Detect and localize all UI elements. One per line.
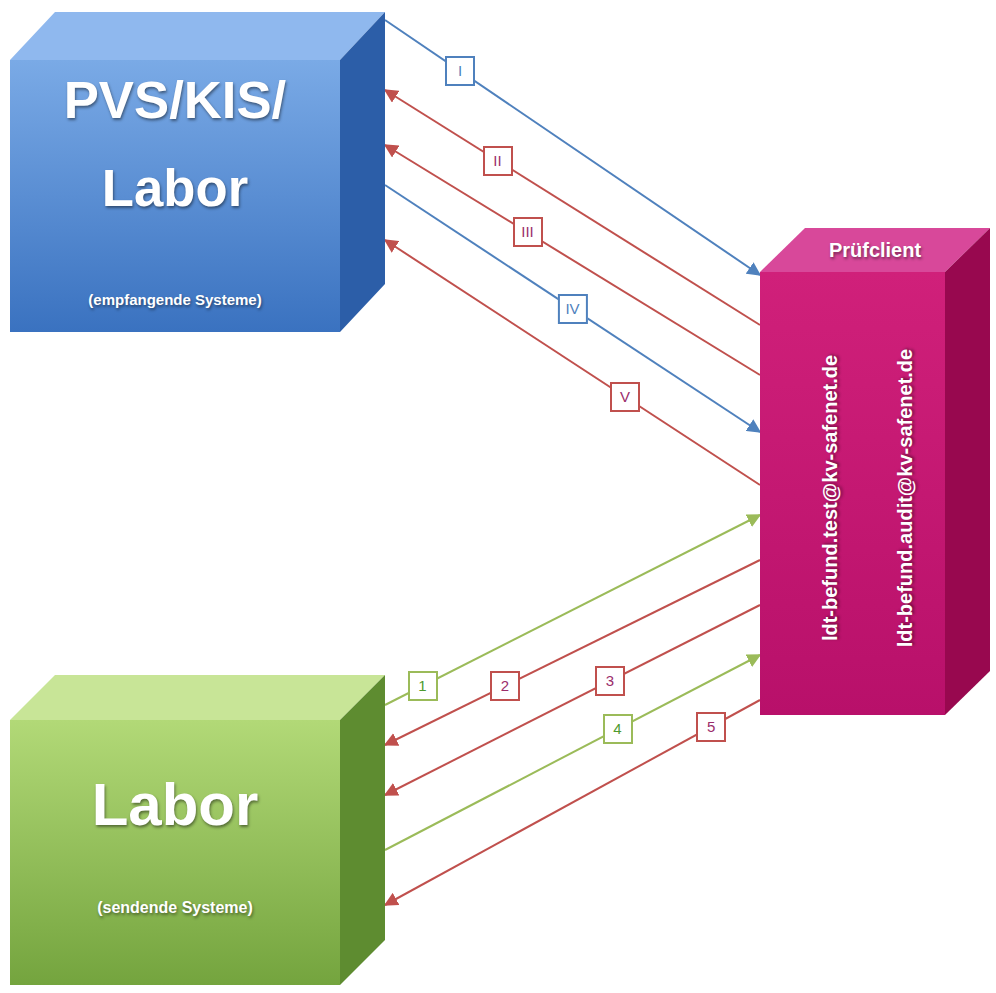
arrow-connector: [385, 145, 760, 375]
system-title: Labor: [92, 770, 259, 840]
system-subtitle: (sendende Systeme): [97, 898, 253, 918]
edge-label: III: [513, 217, 543, 247]
cube-side: [340, 675, 385, 985]
edge-label: 2: [490, 671, 520, 701]
mail-address-wrap: ldt-befund.audit@kv-safenet.de: [892, 283, 918, 713]
edge-label: I: [445, 56, 475, 86]
cube-front: [760, 272, 945, 715]
arrow-connector: [385, 240, 760, 485]
system-title-wrap: Labor: [10, 770, 340, 840]
edge-label: II: [483, 146, 513, 176]
cube-front: [10, 720, 340, 985]
arrow-connector: [385, 20, 760, 275]
system-title-wrap: PVS/KIS/ Labor: [10, 56, 340, 232]
test-client-cube: Prüfclient ldt-befund.test@kv-safenet.de l…: [760, 228, 990, 715]
cube-side: [945, 228, 990, 715]
cube-side: [340, 12, 385, 332]
system-subtitle-wrap: (sendende Systeme): [10, 898, 340, 918]
edge-label: IV: [557, 294, 587, 324]
system-title: PVS/KIS/ Labor: [10, 56, 340, 232]
system-subtitle-wrap: (empfangende Systeme): [10, 290, 340, 310]
edge-label: 1: [408, 671, 438, 701]
cube-shape: [760, 228, 990, 715]
arrow-connector: [385, 655, 760, 850]
edge-label: 4: [603, 714, 633, 744]
client-title-wrap: Prüfclient: [780, 238, 970, 262]
mail-address: ldt-befund.audit@kv-safenet.de: [892, 349, 918, 647]
client-title: Prüfclient: [829, 238, 921, 262]
arrow-connector: [385, 185, 760, 432]
edge-label: V: [610, 382, 640, 412]
edge-label: 3: [595, 666, 625, 696]
arrow-connector: [385, 700, 760, 905]
mail-address: ldt-befund.test@kv-safenet.de: [817, 355, 843, 641]
cube-top: [10, 675, 385, 720]
arrow-connector: [385, 605, 760, 795]
receiving-system-cube: PVS/KIS/ Labor (empfangende Systeme): [10, 12, 385, 332]
edge-label: 5: [696, 712, 726, 742]
arrow-connector: [385, 90, 760, 325]
mail-address-wrap: ldt-befund.test@kv-safenet.de: [817, 283, 843, 713]
arrow-connector: [385, 515, 760, 705]
cube-top: [10, 12, 385, 60]
system-subtitle: (empfangende Systeme): [88, 290, 261, 310]
sending-system-cube: Labor (sendende Systeme): [10, 675, 385, 985]
arrow-connector: [385, 560, 760, 745]
